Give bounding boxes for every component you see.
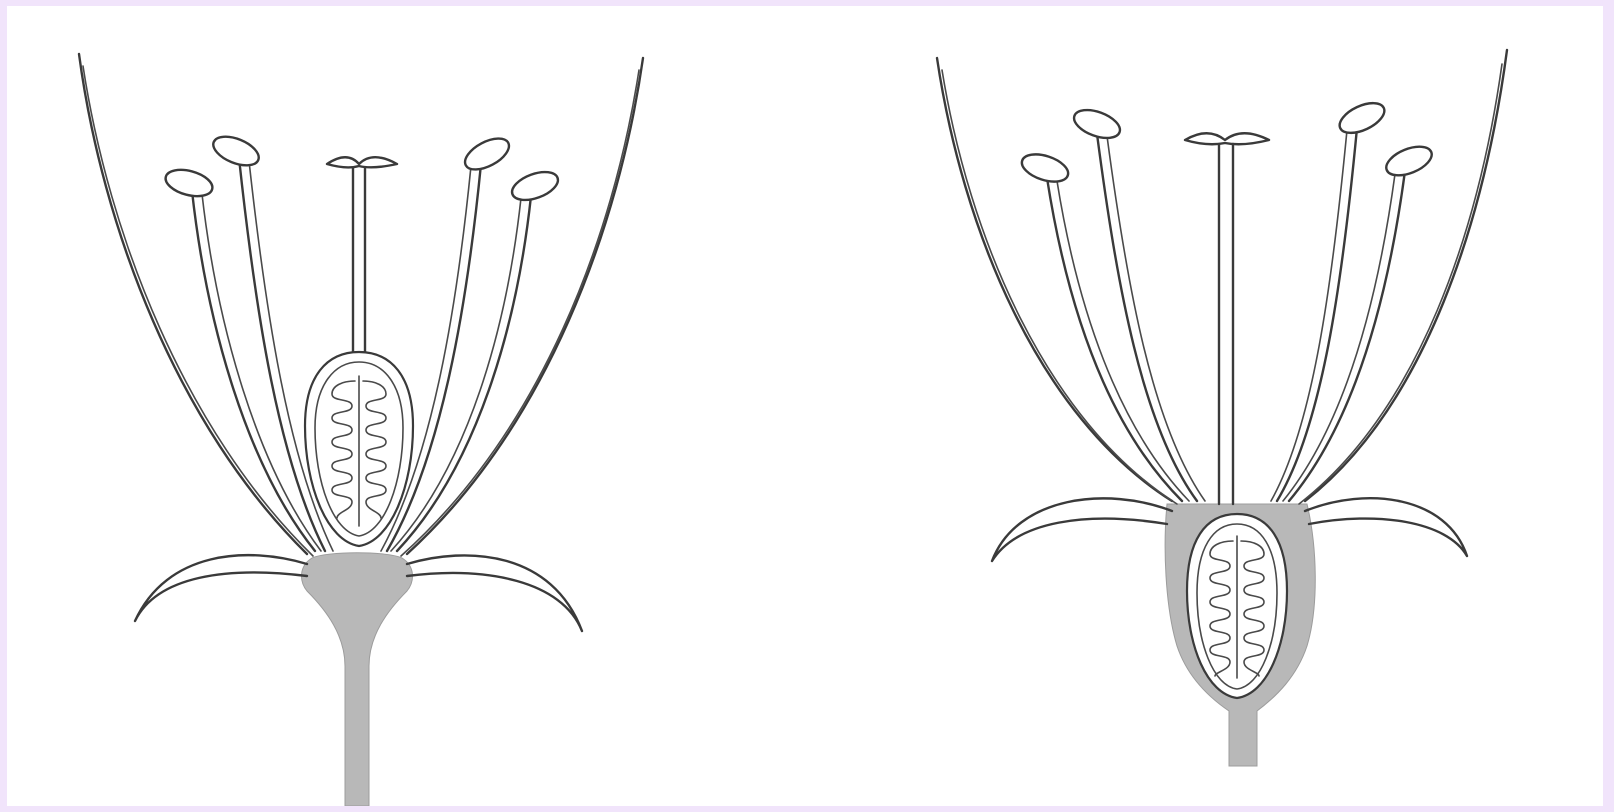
left-petal-right-inner — [401, 70, 639, 556]
left-petal-left — [79, 54, 307, 554]
left-anther-4 — [508, 167, 561, 206]
right-petal-left — [937, 58, 1172, 501]
right-anther-2 — [1070, 105, 1123, 144]
right-stamen-3b — [1271, 130, 1347, 501]
figure-frame — [7, 6, 1603, 806]
flower-diagram — [7, 6, 1603, 806]
right-petal-right — [1305, 50, 1507, 501]
right-anther-4 — [1382, 141, 1435, 181]
left-anther-1 — [163, 165, 216, 201]
left-stamen-4b — [391, 198, 521, 551]
right-anther-3 — [1335, 97, 1389, 139]
left-sepal-left — [135, 555, 307, 621]
right-sepal-left — [992, 498, 1172, 561]
left-flower — [79, 54, 643, 806]
left-anther-3 — [460, 132, 514, 176]
right-flower — [937, 50, 1507, 766]
left-anther-2 — [209, 131, 262, 171]
left-stamen-4 — [397, 196, 531, 551]
right-stamen-3 — [1277, 128, 1357, 501]
left-stamen-1 — [192, 191, 315, 551]
right-stigma — [1185, 133, 1269, 144]
left-petal-right — [407, 58, 643, 554]
left-sepal-right — [407, 555, 582, 631]
left-petal-left-inner — [83, 66, 313, 556]
right-sepal-right — [1305, 498, 1467, 556]
right-anther-1 — [1018, 149, 1071, 187]
right-stamen-2b — [1107, 136, 1205, 501]
left-pedicel — [302, 553, 413, 806]
left-stigma — [327, 157, 397, 167]
